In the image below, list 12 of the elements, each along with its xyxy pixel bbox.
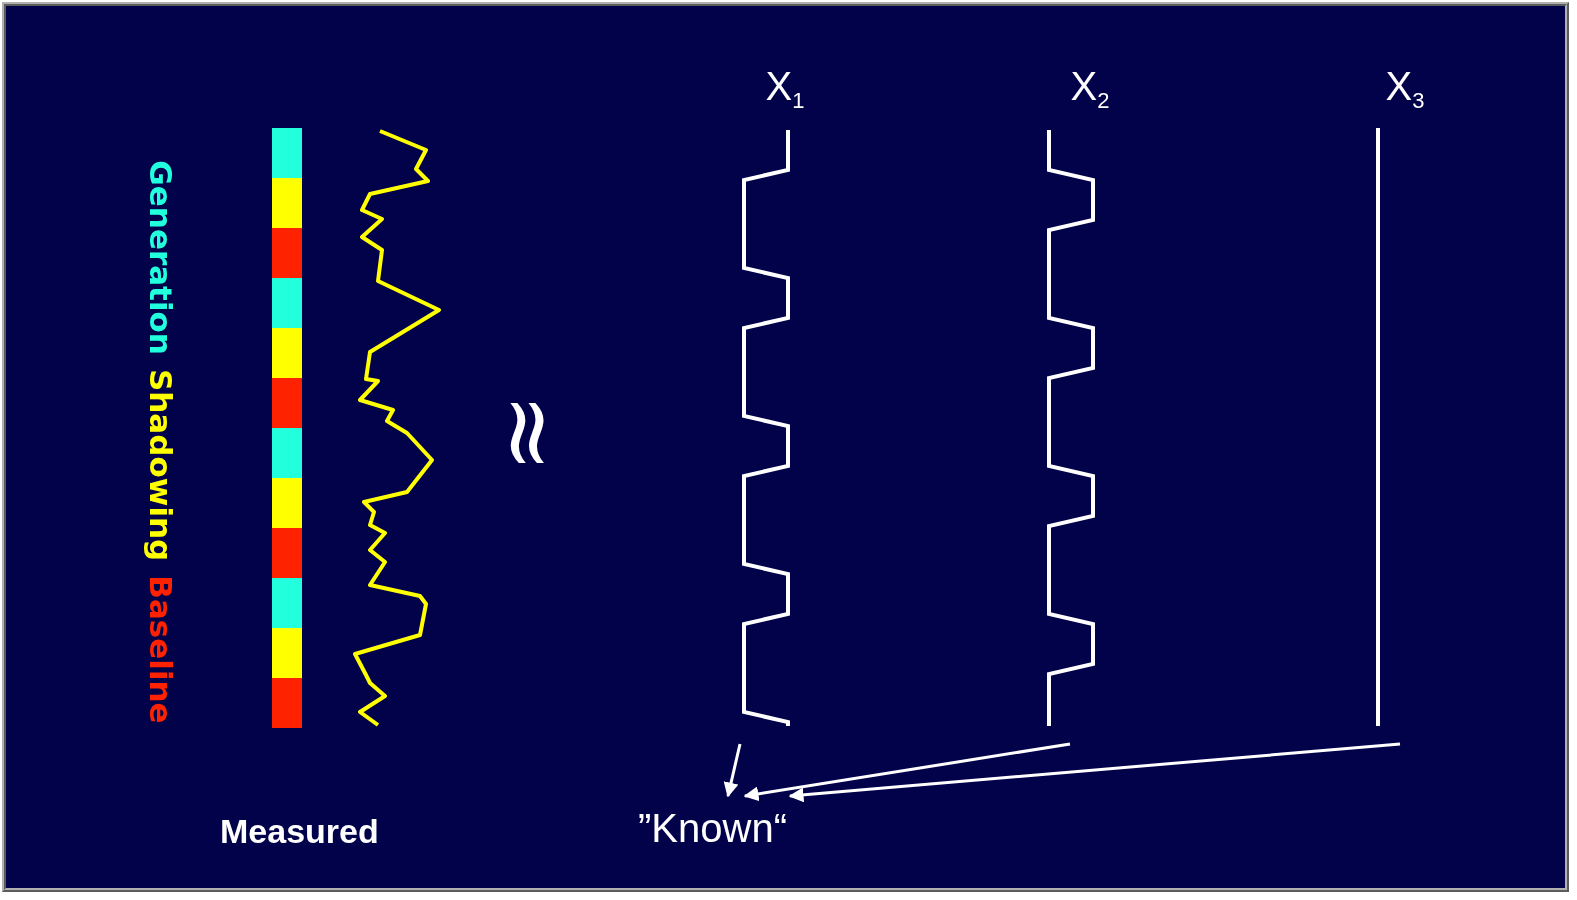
legend-label: Shadowing <box>143 368 179 562</box>
regressor-label: X$_{1}$ <box>764 63 806 115</box>
legend-label: Generation <box>143 160 179 355</box>
regressor-label: X$_{3}$ <box>1384 63 1426 115</box>
regressor-label: X$_{2}$ <box>1069 63 1111 115</box>
measured-label: Measured <box>220 812 379 851</box>
known-label: ”Known“ <box>637 805 788 852</box>
arrow <box>788 742 1401 803</box>
approx-symbol: ≈ <box>482 392 579 474</box>
legend-label: Baseline <box>143 575 179 724</box>
arrow <box>723 743 742 798</box>
arrow <box>743 742 1071 802</box>
